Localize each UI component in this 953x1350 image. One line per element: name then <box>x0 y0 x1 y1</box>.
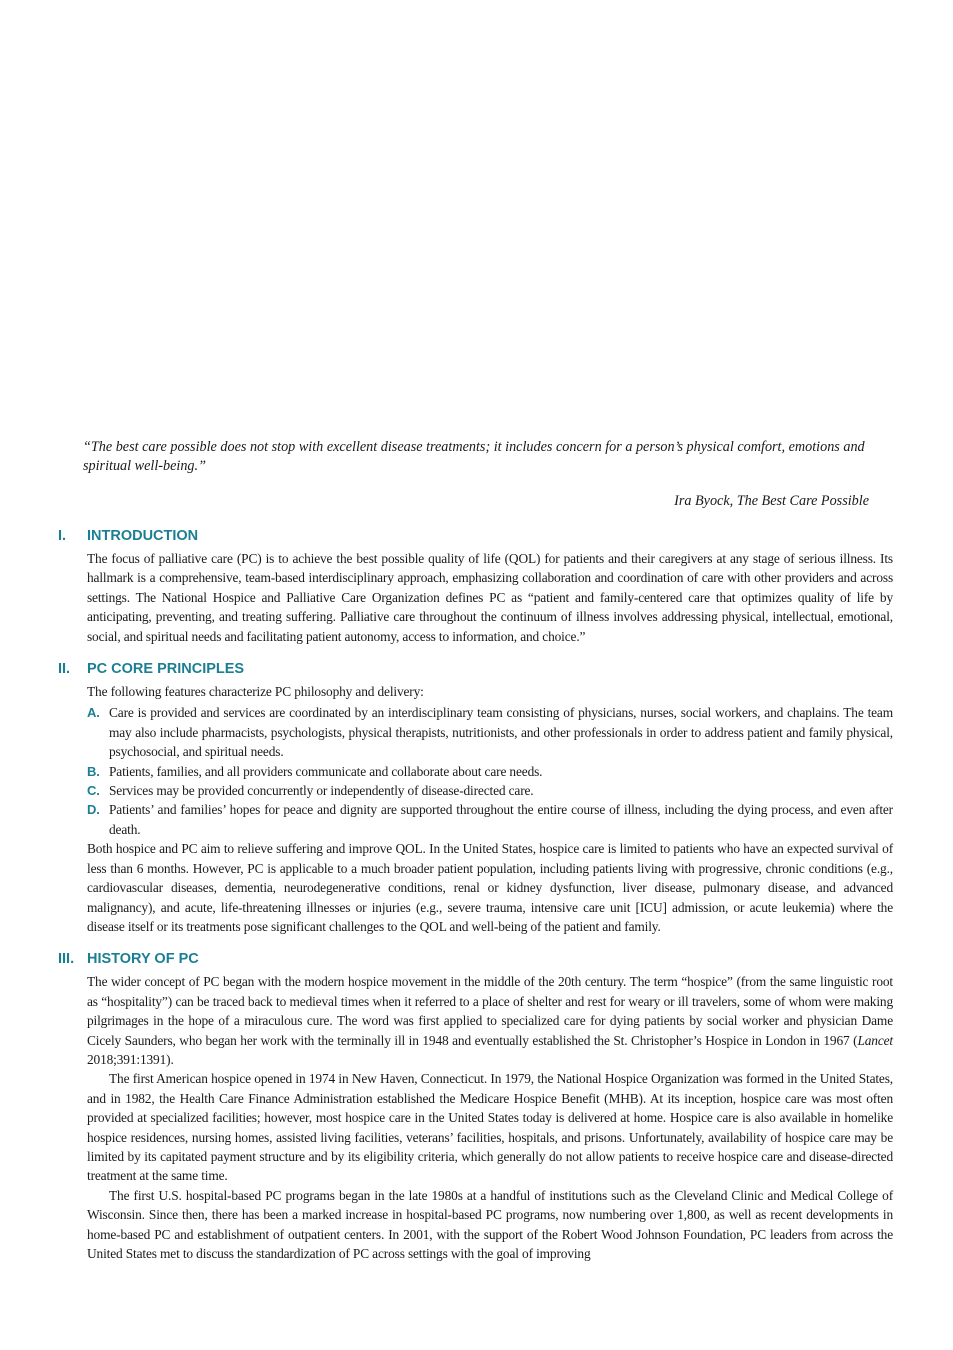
paragraph: The following features characterize PC p… <box>87 684 424 700</box>
paragraph: The first U.S. hospital-based PC program… <box>87 1187 893 1261</box>
list-item: C. Services may be provided concurrently… <box>87 781 893 800</box>
section-heading: I. INTRODUCTION <box>58 525 893 547</box>
section-number: I. <box>58 528 67 544</box>
section-title: HISTORY OF PC <box>87 951 199 968</box>
list-text: Patients’ and families’ hopes for peace … <box>109 802 893 837</box>
paragraph-text: 2018;391:1391). <box>87 1051 174 1067</box>
section-heading: II. PC CORE PRINCIPLES <box>58 658 893 680</box>
list-item: D. Patients’ and families’ hopes for pea… <box>87 800 893 839</box>
main-content: I. INTRODUCTION The focus of palliative … <box>58 525 893 1263</box>
paragraph-text: The wider concept of PC began with the m… <box>87 974 893 1048</box>
list-item: A. Care is provided and services are coo… <box>87 703 893 761</box>
section-number: III. <box>58 951 75 968</box>
section-history: III. HISTORY OF PC The wider concept of … <box>58 948 893 1263</box>
list-letter: C. <box>87 783 100 799</box>
section-number: II. <box>58 661 71 678</box>
paragraph: The wider concept of PC began with the m… <box>87 972 893 1069</box>
list-text: Care is provided and services are coordi… <box>109 705 893 760</box>
list-item: B. Patients, families, and all providers… <box>87 762 893 781</box>
section-title: PC CORE PRINCIPLES <box>87 661 245 678</box>
paragraph: Both hospice and PC aim to relieve suffe… <box>87 841 893 934</box>
paragraph: The first American hospice opened in 197… <box>87 1071 893 1184</box>
epigraph-attribution: Ira Byock, The Best Care Possible <box>674 493 869 509</box>
citation-journal: Lancet <box>857 1032 893 1048</box>
section-body: The focus of palliative care (PC) is to … <box>87 549 893 646</box>
list-letter: B. <box>87 763 100 779</box>
section-body: The following features characterize PC p… <box>87 682 893 936</box>
section-core-principles: II. PC CORE PRINCIPLES The following fea… <box>58 658 893 936</box>
list-letter: A. <box>87 705 100 721</box>
list-text: Patients, families, and all providers co… <box>109 763 543 779</box>
list-text: Services may be provided concurrently or… <box>109 783 534 799</box>
section-introduction: I. INTRODUCTION The focus of palliative … <box>58 525 893 646</box>
section-heading: III. HISTORY OF PC <box>58 948 893 970</box>
epigraph-quote: “The best care possible does not stop wi… <box>83 439 865 474</box>
paragraph: The focus of palliative care (PC) is to … <box>87 551 893 644</box>
principles-list: A. Care is provided and services are coo… <box>87 703 893 839</box>
list-letter: D. <box>87 802 100 818</box>
section-body: The wider concept of PC began with the m… <box>87 972 893 1263</box>
section-title: INTRODUCTION <box>87 528 199 544</box>
